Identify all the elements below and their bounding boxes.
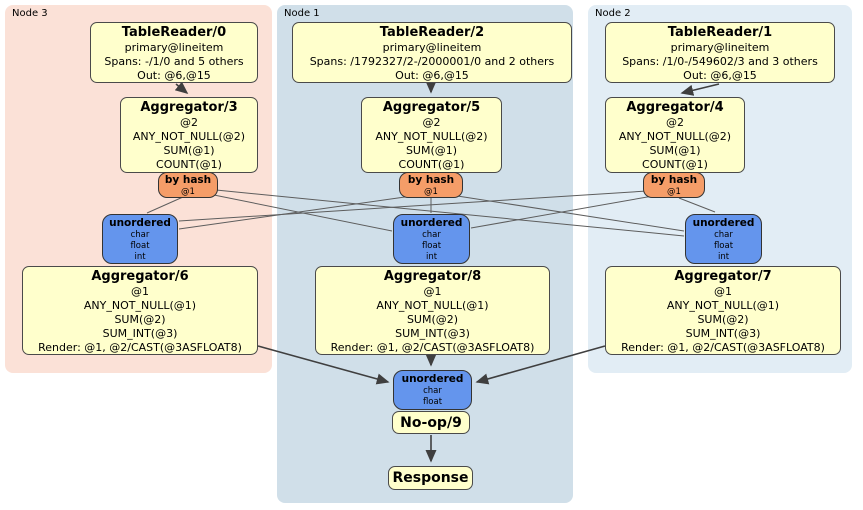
processor-index: primary@lineitem — [670, 41, 770, 54]
sync-unordered-node3: unordered char float int — [102, 214, 178, 264]
processor-title: TableReader/2 — [379, 25, 485, 40]
edge-hash3-sync1 — [208, 193, 393, 232]
edge-tablereader0-aggregator3 — [174, 81, 189, 95]
processor-tablereader-2: TableReader/2 primary@lineitem Spans: /1… — [292, 22, 572, 83]
processor-tablereader-1: TableReader/1 primary@lineitem Spans: /1… — [605, 22, 835, 83]
processor-title: TableReader/1 — [667, 25, 773, 40]
processor-spans: Spans: /1792327/2-/2000001/0 and 2 other… — [309, 55, 555, 68]
processor-spans: Spans: -/1/0 and 5 others — [104, 55, 244, 68]
processor-aggregator-6: Aggregator/6 @1 ANY_NOT_NULL(@1) SUM(@2)… — [22, 266, 258, 355]
processor-out: Out: @6,@15 — [683, 69, 757, 82]
edge-tablereader1-aggregator4 — [680, 83, 720, 96]
processor-aggregator-7: Aggregator/7 @1 ANY_NOT_NULL(@1) SUM(@2)… — [605, 266, 841, 355]
processor-title: Aggregator/5 — [382, 100, 481, 115]
processor-spans: Spans: /1/0-/549602/3 and 3 others — [622, 55, 818, 68]
edge-hash2-sync2 — [678, 197, 716, 213]
processor-aggregator-8: Aggregator/8 @1 ANY_NOT_NULL(@1) SUM(@2)… — [315, 266, 550, 355]
processor-title: Aggregator/4 — [626, 100, 724, 115]
router-by-hash-node1: by hash @1 — [399, 172, 463, 198]
processor-out: Out: @6,@15 — [137, 69, 211, 82]
processor-noop-9: No-op/9 — [392, 411, 470, 434]
processor-title: Aggregator/3 — [140, 100, 238, 115]
processor-render: Render: @1, @2/CAST(@3ASFLOAT8) — [38, 341, 242, 354]
processor-title: TableReader/0 — [121, 25, 227, 40]
sync-unordered-node1: unordered char float int — [393, 214, 470, 264]
cluster-node-1-label: Node 1 — [284, 8, 320, 19]
processor-aggregator-3: Aggregator/3 @2 ANY_NOT_NULL(@2) SUM(@1)… — [120, 97, 258, 173]
processor-response: Response — [388, 466, 473, 490]
cluster-node-2-label: Node 2 — [595, 8, 631, 19]
edge-aggregator6-finalsync — [257, 345, 390, 385]
cluster-node-3-label: Node 3 — [12, 8, 48, 19]
sync-unordered-final: unordered char float — [393, 370, 472, 410]
processor-index: primary@lineitem — [124, 41, 224, 54]
edge-hash1-sync3 — [178, 195, 413, 230]
router-by-hash-node3: by hash @1 — [158, 172, 218, 198]
router-by-hash-node2: by hash @1 — [643, 172, 705, 198]
processor-title: Aggregator/7 — [674, 269, 772, 284]
edge-hash3-sync3 — [146, 196, 184, 214]
processor-aggregator-5: Aggregator/5 @2 ANY_NOT_NULL(@2) SUM(@1)… — [361, 97, 502, 173]
processor-index: primary@lineitem — [382, 41, 482, 54]
processor-render: Render: @1, @2/CAST(@3ASFLOAT8) — [621, 341, 825, 354]
processor-tablereader-0: TableReader/0 primary@lineitem Spans: -/… — [90, 22, 258, 83]
edge-hash2-sync3 — [178, 190, 648, 222]
processor-title: Aggregator/8 — [383, 269, 482, 284]
edge-hash2-sync1 — [470, 195, 654, 229]
edge-hash3-sync2 — [215, 189, 685, 237]
processor-aggregator-4: Aggregator/4 @2 ANY_NOT_NULL(@2) SUM(@1)… — [605, 97, 745, 173]
sync-unordered-node2: unordered char float int — [685, 214, 762, 264]
processor-title: Aggregator/6 — [91, 269, 189, 284]
edge-aggregator7-finalsync — [475, 345, 606, 385]
processor-out: Out: @6,@15 — [395, 69, 469, 82]
processor-render: Render: @1, @2/CAST(@3ASFLOAT8) — [330, 341, 535, 354]
